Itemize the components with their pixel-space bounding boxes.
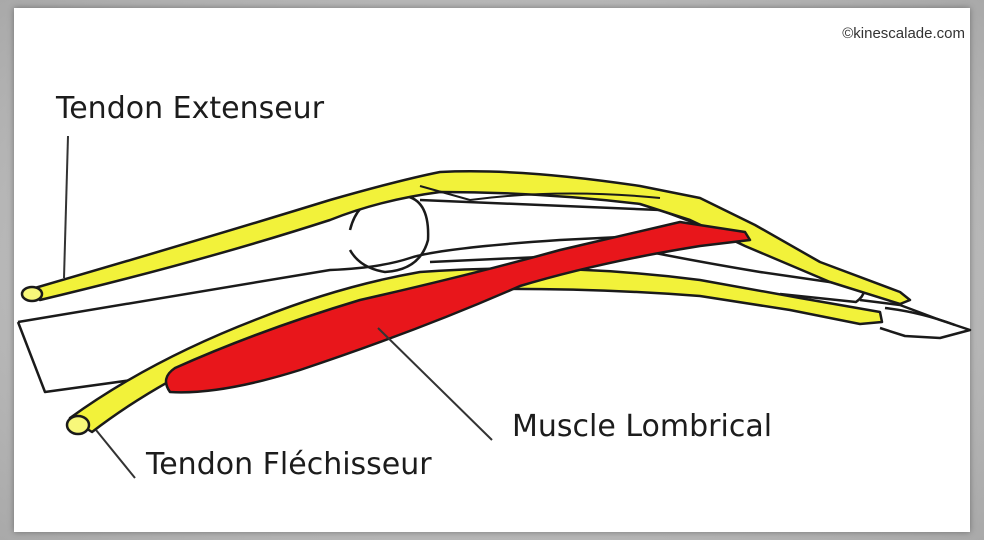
lumbrical-muscle — [166, 222, 750, 392]
flexor-tendon-end — [67, 416, 89, 434]
extensor-tendon-end — [22, 287, 42, 301]
label-lumbrical-muscle: Muscle Lombrical — [512, 409, 772, 444]
label-flexor-tendon: Tendon Fléchisseur — [145, 447, 432, 482]
leader-extensor — [64, 136, 68, 278]
leader-flexor — [96, 430, 135, 478]
nail — [885, 308, 955, 325]
label-extensor-tendon: Tendon Extenseur — [55, 91, 325, 126]
watermark-text: ©kinescalade.com — [842, 25, 965, 42]
leader-lumbrical — [378, 328, 492, 440]
lumbrical-muscle-shape — [166, 222, 750, 392]
